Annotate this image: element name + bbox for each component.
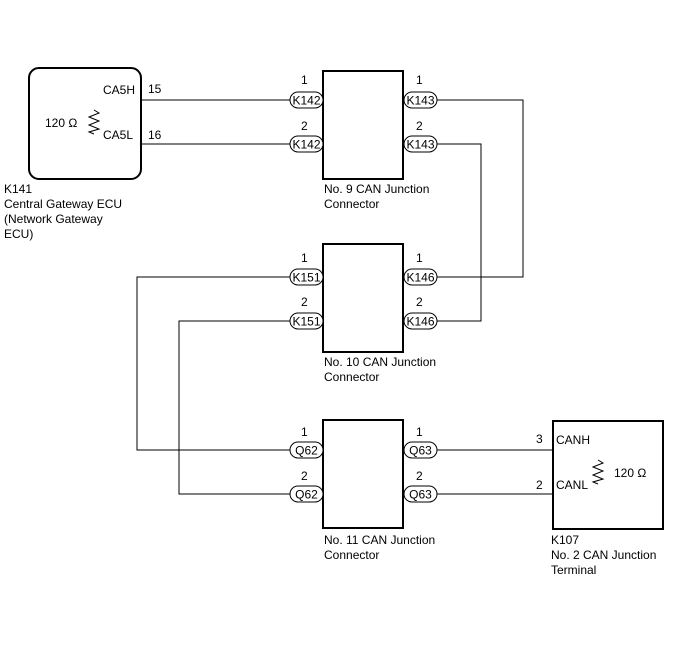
jc9-junction-connector: 1 2 1 2 K142 K142 K143 K143 No. 9 CAN Ju… — [289, 70, 438, 211]
k107-name-line-2: Terminal — [551, 563, 596, 577]
jc9-right-pin-1: 1 — [416, 73, 423, 87]
jc11-name-line-2: Connector — [324, 548, 379, 562]
k107-name-line-1: No. 2 CAN Junction — [551, 548, 656, 562]
jc10-right-connector-2: K146 — [403, 312, 438, 330]
jc9-right-pin-2: 2 — [416, 119, 423, 133]
jc11-left-pin-2: 2 — [301, 469, 308, 483]
k141-id: K141 — [4, 182, 32, 196]
k141-box — [28, 67, 142, 180]
k107-resistor-icon — [591, 459, 605, 485]
jc11-left-pin-1: 1 — [301, 425, 308, 439]
k141-resistor-icon — [87, 109, 101, 135]
k141-central-gateway-ecu: 120 Ω CA5H CA5L 15 16 K141 Central Gatew… — [4, 67, 162, 241]
jc9-name-line-1: No. 9 CAN Junction — [324, 182, 429, 196]
jc10-right-pin-2: 2 — [416, 295, 423, 309]
wire-k151-2-to-q62-2 — [178, 320, 290, 495]
jc11-name-line-1: No. 11 CAN Junction — [324, 533, 435, 547]
jc9-right-connector-2: K143 — [403, 135, 438, 153]
jc9-box — [322, 70, 404, 180]
jc10-left-pin-1: 1 — [301, 251, 308, 265]
jc10-left-connector-1-label: K151 — [292, 271, 320, 285]
jc10-left-connector-1: K151 — [289, 268, 324, 286]
k141-name-line-2: (Network Gateway — [4, 212, 103, 226]
jc11-left-connector-2-label: Q62 — [295, 488, 318, 502]
jc11-right-connector-1-label: Q63 — [409, 444, 432, 458]
k107-pin-h: 3 — [536, 432, 543, 446]
jc9-name-line-2: Connector — [324, 197, 379, 211]
jc9-left-connector-1-label: K142 — [292, 94, 320, 108]
jc11-right-pin-1: 1 — [416, 425, 423, 439]
jc9-right-connector-1-label: K143 — [406, 94, 434, 108]
jc11-right-connector-1: Q63 — [403, 441, 438, 459]
jc11-left-connector-1-label: Q62 — [295, 444, 318, 458]
jc11-left-connector-2: Q62 — [289, 485, 324, 503]
jc10-name-line-1: No. 10 CAN Junction — [324, 355, 436, 369]
jc10-right-connector-2-label: K146 — [406, 315, 434, 329]
wire-k143-1-to-k146-1 — [436, 99, 524, 278]
k141-name-line-3: ECU) — [4, 227, 33, 241]
wire-k143-2-to-k146-2 — [436, 143, 482, 322]
k107-pin-l: 2 — [536, 478, 543, 492]
jc11-right-connector-2-label: Q63 — [409, 488, 432, 502]
jc9-left-connector-1: K142 — [289, 91, 324, 109]
jc10-left-connector-2: K151 — [289, 312, 324, 330]
jc11-right-pin-2: 2 — [416, 469, 423, 483]
k107-id: K107 — [551, 533, 579, 547]
jc10-name-line-2: Connector — [324, 370, 379, 384]
k107-signal-h: CANH — [556, 433, 590, 447]
jc11-right-connector-2: Q63 — [403, 485, 438, 503]
k107-signal-l: CANL — [556, 478, 588, 492]
k107-resistor-value: 120 Ω — [614, 466, 646, 480]
jc11-box — [322, 419, 404, 529]
jc10-right-connector-1: K146 — [403, 268, 438, 286]
jc9-right-connector-2-label: K143 — [406, 138, 434, 152]
k141-signal-l: CA5L — [103, 128, 133, 142]
k107-box — [552, 420, 664, 530]
k141-pin-l: 16 — [148, 128, 162, 142]
jc11-left-connector-1: Q62 — [289, 441, 324, 459]
jc10-right-pin-1: 1 — [416, 251, 423, 265]
k141-resistor-value: 120 Ω — [45, 116, 77, 130]
jc9-left-connector-2-label: K142 — [292, 138, 320, 152]
k141-signal-h: CA5H — [103, 83, 135, 97]
k141-pin-h: 15 — [148, 82, 162, 96]
k141-name-line-1: Central Gateway ECU — [4, 197, 122, 211]
jc10-left-connector-2-label: K151 — [292, 315, 320, 329]
jc9-left-pin-1: 1 — [301, 73, 308, 87]
jc9-left-connector-2: K142 — [289, 135, 324, 153]
jc9-right-connector-1: K143 — [403, 91, 438, 109]
k107-can-junction-terminal: 120 Ω CANH CANL 3 2 K107 No. 2 CAN Junct… — [536, 420, 664, 577]
jc10-box — [322, 243, 404, 353]
wire-k151-1-to-q62-1 — [136, 276, 290, 451]
jc10-junction-connector: 1 2 1 2 K151 K151 K146 K146 No. 10 CAN J… — [289, 243, 438, 384]
jc9-left-pin-2: 2 — [301, 119, 308, 133]
jc11-junction-connector: 1 2 1 2 Q62 Q62 Q63 Q63 No. 11 CAN Junct… — [289, 419, 438, 562]
jc10-left-pin-2: 2 — [301, 295, 308, 309]
jc10-right-connector-1-label: K146 — [406, 271, 434, 285]
